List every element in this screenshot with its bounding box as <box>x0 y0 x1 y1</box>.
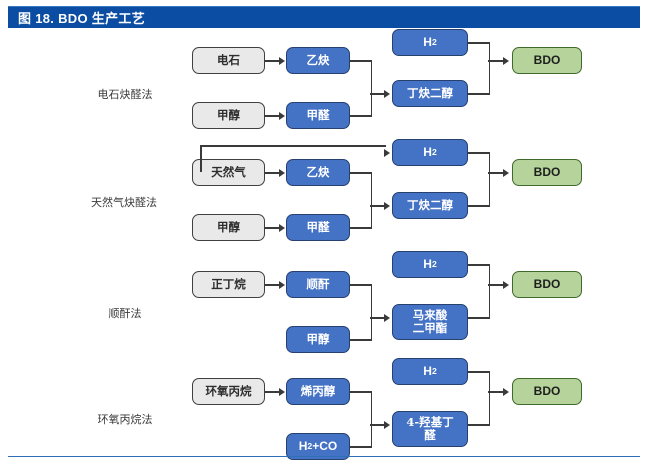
node-butynediol-r1[interactable]: 丁炔二醇 <box>392 80 468 107</box>
conn-r2-merge-bar <box>370 172 373 227</box>
conn-r2-f <box>468 152 490 154</box>
conn-r4-g <box>468 424 490 426</box>
conn-r2-branch-v <box>200 145 202 172</box>
arrowhead-r2-a <box>279 168 285 177</box>
arrowhead-r4-c <box>384 420 390 429</box>
conn-r1-merge-bar <box>370 60 373 115</box>
arrowhead-r2-branch <box>384 148 390 157</box>
conn-r4-merge-bar <box>370 391 373 446</box>
row-label-natural-gas: 天然气炔醛法 <box>91 196 157 209</box>
arrowhead-r3-d <box>503 280 509 289</box>
arrowhead-r1-b <box>279 111 285 120</box>
node-feed-methanol-r2[interactable]: 甲醇 <box>192 214 265 241</box>
node-feed-natural-gas[interactable]: 天然气 <box>192 159 265 186</box>
row-label-maleic: 顺酐法 <box>108 307 142 320</box>
conn-r3-h <box>488 284 504 286</box>
node-feed-carbide[interactable]: 电石 <box>192 47 265 74</box>
figure-title: 图 18. BDO 生产工艺 <box>18 11 145 26</box>
conn-r2-g <box>468 205 490 207</box>
conn-r4-h <box>488 391 504 393</box>
conn-r3-d <box>350 339 372 341</box>
node-product-bdo-r1[interactable]: BDO <box>512 47 582 74</box>
arrowhead-r3-a <box>279 280 285 289</box>
arrowhead-r4-d <box>503 387 509 396</box>
conn-r3-e <box>370 317 385 319</box>
conn-r1-e <box>370 93 385 95</box>
arrowhead-r4-a <box>279 387 285 396</box>
conn-r3-c <box>350 284 372 286</box>
node-feed-propylene-oxide[interactable]: 环氧丙烷 <box>192 378 265 405</box>
arrowhead-r2-c <box>384 201 390 210</box>
conn-r2-e <box>370 205 385 207</box>
conn-r4-f <box>468 371 490 373</box>
conn-r2-h <box>488 172 504 174</box>
node-acetylene-r2[interactable]: 乙炔 <box>286 159 350 186</box>
conn-r3-g <box>468 317 490 319</box>
node-formaldehyde-r2[interactable]: 甲醛 <box>286 214 350 241</box>
arrowhead-r2-b <box>279 223 285 232</box>
arrowhead-r1-d <box>503 56 509 65</box>
node-allyl-alcohol[interactable]: 烯丙醇 <box>286 378 350 405</box>
node-hydroxybutyraldehyde[interactable]: 4-羟基丁 醛 <box>392 411 468 447</box>
node-feed-methanol-r1[interactable]: 甲醇 <box>192 102 265 129</box>
conn-r4-e <box>370 424 385 426</box>
conn-r2-b <box>265 227 280 229</box>
conn-r3-a <box>265 284 280 286</box>
arrowhead-r2-d <box>503 168 509 177</box>
conn-r2-merge-bar2 <box>488 152 491 205</box>
conn-r1-a <box>265 60 280 62</box>
node-butynediol-r2[interactable]: 丁炔二醇 <box>392 192 468 219</box>
conn-r2-branch-h <box>200 145 386 147</box>
node-product-bdo-r3[interactable]: BDO <box>512 271 582 298</box>
conn-r1-f <box>468 42 490 44</box>
conn-r4-a <box>265 391 280 393</box>
node-feed-n-butane[interactable]: 正丁烷 <box>192 271 265 298</box>
conn-r4-merge-bar2 <box>488 371 491 424</box>
conn-r2-c <box>350 172 372 174</box>
node-maleic-anhydride[interactable]: 顺酐 <box>286 271 350 298</box>
conn-r3-f <box>468 264 490 266</box>
arrowhead-r1-a <box>279 56 285 65</box>
figure-bottom-rule <box>8 456 640 457</box>
node-dimethyl-maleate[interactable]: 马来酸 二甲酯 <box>392 304 468 340</box>
conn-r4-c <box>350 391 372 393</box>
conn-r1-g <box>468 93 490 95</box>
row-label-carbide: 电石炔醛法 <box>97 88 153 101</box>
node-formaldehyde-r1[interactable]: 甲醛 <box>286 102 350 129</box>
node-product-bdo-r2[interactable]: BDO <box>512 159 582 186</box>
conn-r1-c <box>350 60 372 62</box>
conn-r3-merge-bar2 <box>488 264 491 317</box>
node-acetylene-r1[interactable]: 乙炔 <box>286 47 350 74</box>
conn-r1-merge-bar2 <box>488 42 491 93</box>
figure-header-bar: 图 18. BDO 生产工艺 <box>8 6 640 28</box>
conn-r1-h <box>488 60 504 62</box>
conn-r4-d <box>350 446 372 448</box>
row-label-propylene-oxide: 环氧丙烷法 <box>97 413 153 426</box>
arrowhead-r1-c <box>384 89 390 98</box>
conn-r1-d <box>350 115 372 117</box>
conn-r3-merge-bar <box>370 284 373 339</box>
conn-r1-b <box>265 115 280 117</box>
conn-r2-d <box>350 227 372 229</box>
node-product-bdo-r4[interactable]: BDO <box>512 378 582 405</box>
node-methanol-r3[interactable]: 甲醇 <box>286 326 350 353</box>
conn-r2-a <box>265 172 280 174</box>
arrowhead-r3-c <box>384 313 390 322</box>
